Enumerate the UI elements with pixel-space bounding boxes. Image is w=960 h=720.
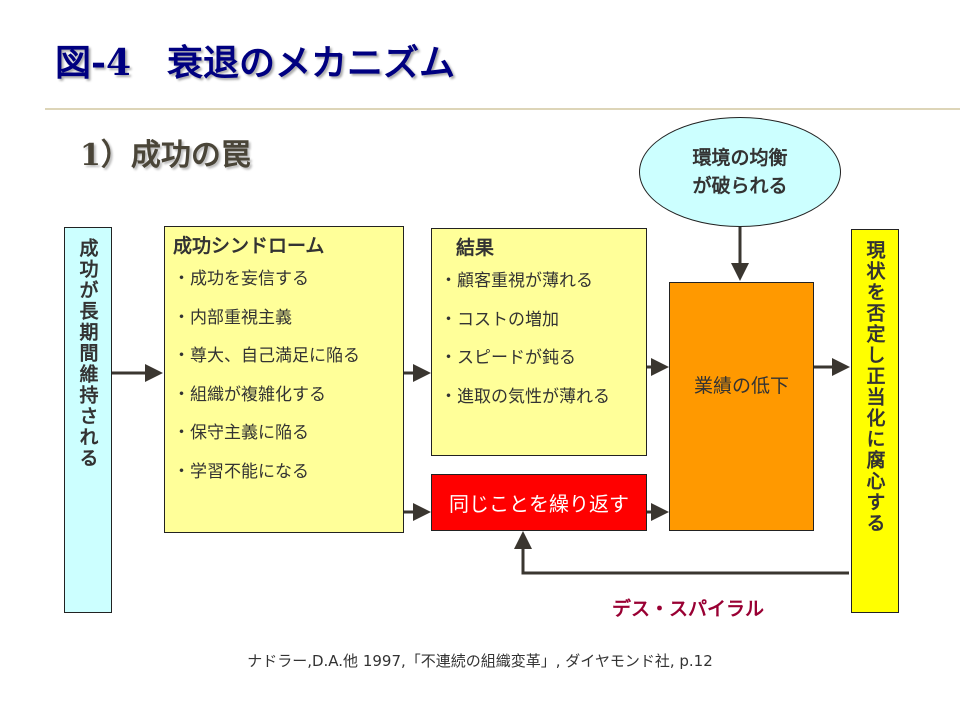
- environment-equilibrium-ellipse: 環境の均衡 が破られる: [639, 117, 841, 227]
- syndrome-heading: 成功シンドローム: [173, 235, 325, 257]
- list-item: 進取の気性が薄れる: [440, 382, 646, 421]
- sustained-success-text: 成功が長期間維持される: [76, 238, 99, 469]
- list-item: スピードが鈍る: [440, 343, 646, 382]
- ellipse-line-2: が破られる: [692, 175, 788, 197]
- performance-decline-box: 業績の低下: [669, 282, 814, 531]
- deny-reality-text: 現状を否定し正当化に腐心する: [863, 240, 886, 534]
- list-item: 内部重視主義: [173, 303, 403, 342]
- repeat-same-box: 同じことを繰り返す: [431, 474, 647, 531]
- death-spiral-label: デス・スパイラル: [612, 598, 765, 620]
- sustained-success-box: 成功が長期間維持される: [64, 227, 112, 613]
- list-item: 成功を妄信する: [173, 264, 403, 303]
- list-item: コストの増加: [440, 305, 646, 344]
- list-item: 組織が複雑化する: [173, 380, 403, 419]
- title-divider: [45, 108, 960, 110]
- slide-title: 図-4 衰退のメカニズム: [55, 42, 455, 84]
- list-item: 顧客重視が薄れる: [440, 266, 646, 305]
- section-subtitle: 1）成功の罠: [80, 138, 251, 173]
- citation: ナドラー,D.A.他 1997,「不連続の組織変革」, ダイヤモンド社, p.1…: [247, 652, 713, 670]
- list-item: 尊大、自己満足に陥る: [173, 341, 403, 380]
- list-item: 保守主義に陥る: [173, 418, 403, 457]
- result-box: 結果 顧客重視が薄れる コストの増加 スピードが鈍る 進取の気性が薄れる: [431, 228, 647, 456]
- arrow-death-spiral: [514, 531, 849, 575]
- success-syndrome-box: 成功シンドローム 成功を妄信する 内部重視主義 尊大、自己満足に陥る 組織が複雑…: [164, 226, 404, 533]
- ellipse-line-1: 環境の均衡: [692, 147, 788, 169]
- deny-reality-box: 現状を否定し正当化に腐心する: [851, 229, 899, 613]
- result-heading: 結果: [456, 237, 495, 259]
- list-item: 学習不能になる: [173, 457, 403, 496]
